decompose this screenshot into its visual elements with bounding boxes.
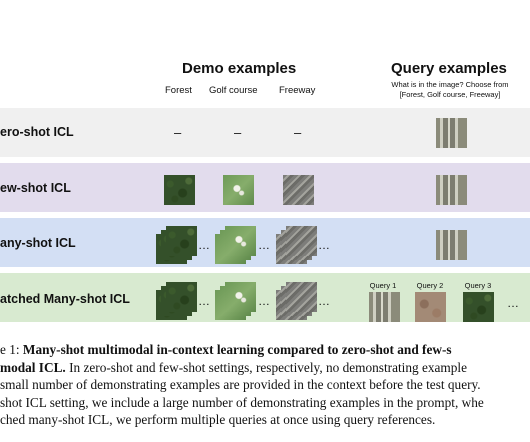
batched-freeway-image: [286, 282, 317, 312]
many-shot-query-image: [436, 230, 467, 260]
batched-golf-image: [225, 282, 256, 312]
query-2-label: Query 2: [416, 281, 444, 290]
caption-title: Many-shot multimodal in-context learning…: [22, 342, 452, 357]
column-label-forest: Forest: [165, 85, 192, 96]
query-1-label: Query 1: [369, 281, 397, 290]
query-prompt-line-2: [Forest, Golf course, Freeway]: [399, 90, 501, 99]
few-shot-golf-image: [223, 175, 254, 205]
query-2-image: [415, 292, 446, 322]
zero-shot-dash-forest: –: [174, 125, 182, 140]
many-shot-freeway-image: [286, 226, 317, 256]
query-examples-heading: Query examples: [391, 60, 507, 77]
batched-ellipsis-3: …: [318, 294, 331, 308]
row-label-zero-shot: ero-shot ICL: [0, 125, 74, 139]
caption-line-1: e 1: Many-shot multimodal in-context lea…: [0, 341, 530, 359]
figure-caption: e 1: Many-shot multimodal in-context lea…: [0, 341, 530, 429]
many-shot-ellipsis-2: …: [258, 238, 271, 252]
many-shot-ellipsis-3: …: [318, 238, 331, 252]
few-shot-freeway-image: [283, 175, 314, 205]
batched-query-ellipsis: …: [507, 296, 520, 310]
many-shot-ellipsis-1: …: [198, 238, 211, 252]
row-label-few-shot: ew-shot ICL: [0, 181, 71, 195]
caption-title-end: modal ICL.: [0, 359, 66, 375]
batched-ellipsis-2: …: [258, 294, 271, 308]
caption-line-2: modal ICL. In zero-shot and few-shot set…: [0, 359, 530, 377]
query-3-label: Query 3: [464, 281, 492, 290]
caption-line-2-text: In zero-shot and few-shot settings, resp…: [65, 359, 468, 375]
row-label-many-shot: any-shot ICL: [0, 236, 76, 250]
few-shot-forest-image: [164, 175, 195, 205]
zero-shot-dash-golf: –: [234, 125, 242, 140]
demo-examples-heading: Demo examples: [182, 60, 297, 77]
many-shot-golf-image: [225, 226, 256, 256]
row-label-batched-many-shot: atched Many-shot ICL: [0, 292, 130, 306]
column-label-golf-course: Golf course: [209, 85, 258, 96]
query-3-image: [463, 292, 494, 322]
batched-forest-image: [166, 282, 197, 312]
query-prompt-line-1: What is in the image? Choose from: [391, 80, 509, 89]
caption-line-4: shot ICL setting, we include a large num…: [0, 394, 484, 410]
many-shot-forest-image: [166, 226, 197, 256]
query-1-image: [369, 292, 400, 322]
zero-shot-dash-freeway: –: [294, 125, 302, 140]
few-shot-query-image: [436, 175, 467, 205]
zero-shot-query-image: [436, 118, 467, 148]
caption-line-3: small number of demonstrating examples a…: [0, 377, 481, 392]
query-prompt: What is in the image? Choose from [Fores…: [355, 80, 530, 100]
batched-ellipsis-1: …: [198, 294, 211, 308]
caption-line-5: ched many-shot ICL, we perform multiple …: [0, 412, 436, 427]
column-label-freeway: Freeway: [279, 85, 316, 96]
caption-figure-number: e 1:: [0, 342, 23, 357]
